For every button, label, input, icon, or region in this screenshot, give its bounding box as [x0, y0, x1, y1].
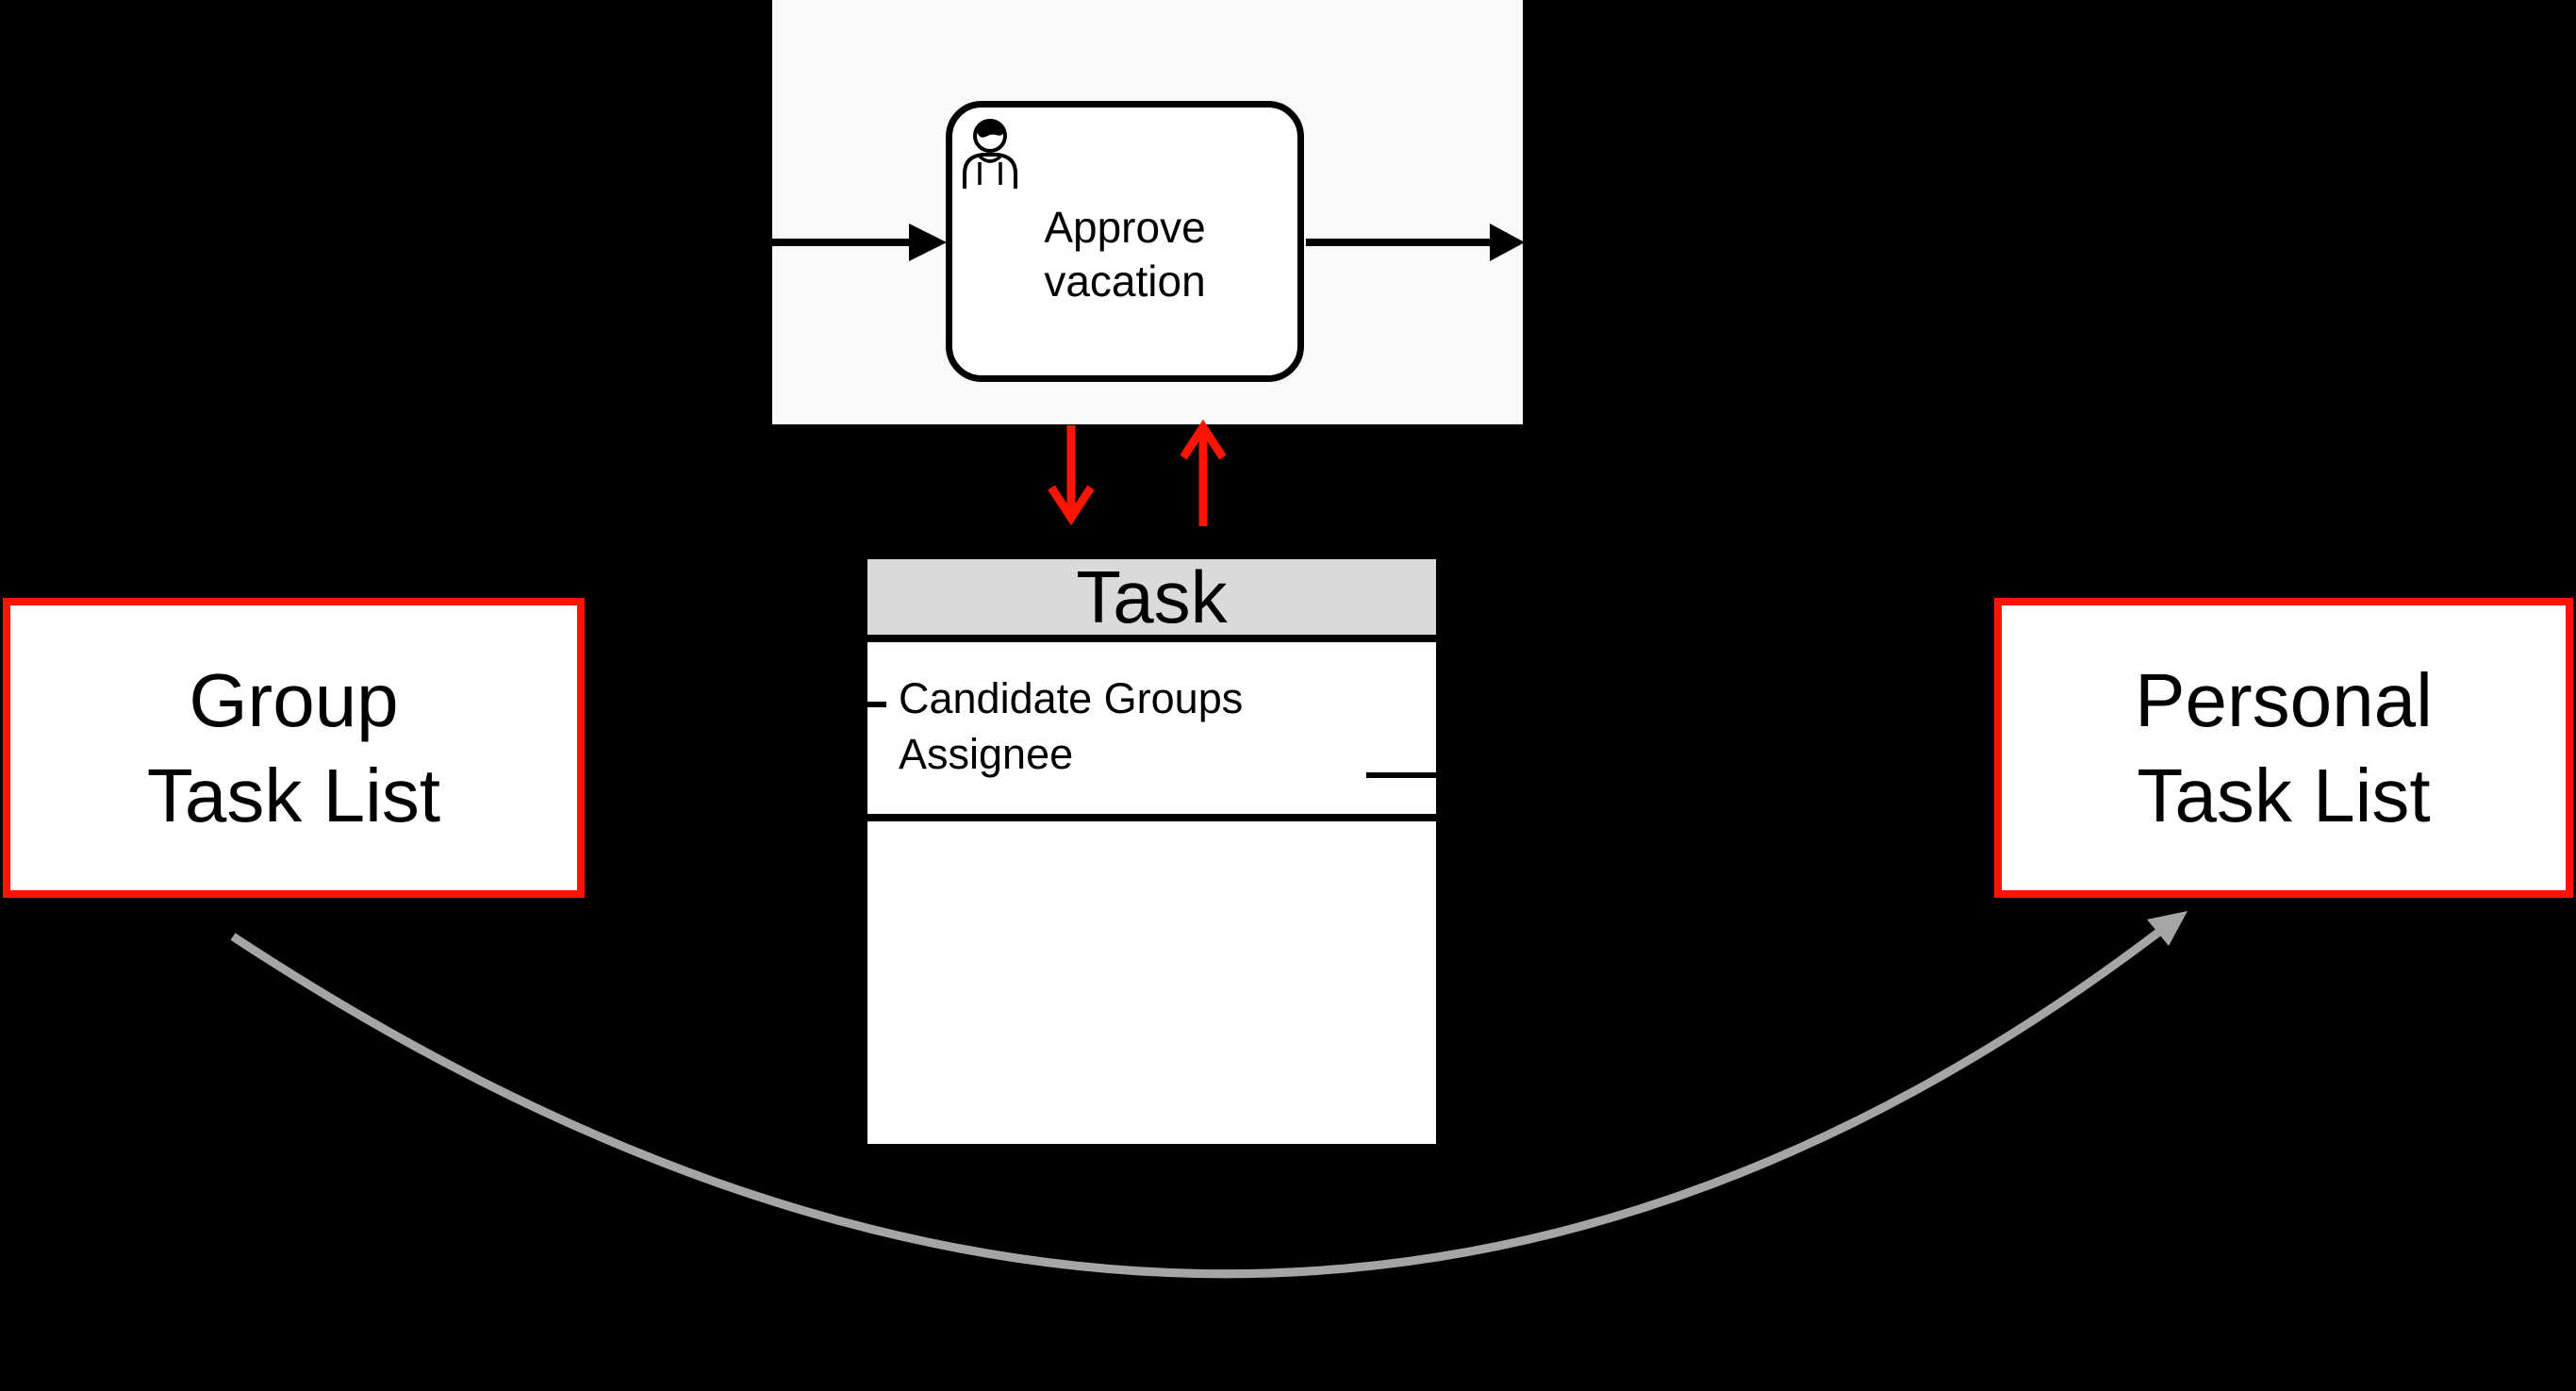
attribute-assignee: Assignee — [899, 730, 1074, 778]
user-icon — [963, 119, 1017, 189]
personal-task-list-line2: Task List — [2137, 753, 2431, 837]
attribute-candidate-groups: Candidate Groups — [899, 674, 1244, 722]
task-complete-arrow-icon — [1180, 419, 1227, 526]
process-panel: Approve vacation — [772, 0, 1523, 424]
task-entity-title: Task — [867, 559, 1436, 642]
task-create-arrow-icon — [1048, 425, 1095, 526]
user-task-label-line2: vacation — [1044, 257, 1206, 306]
group-task-list-line1: Group — [189, 658, 399, 742]
user-task-approve-vacation: Approve vacation — [946, 101, 1304, 382]
group-task-list-box: Group Task List — [3, 598, 585, 898]
task-entity-attributes: Candidate Groups Assignee — [867, 642, 1436, 821]
personal-task-list-line1: Personal — [2135, 658, 2433, 742]
task-entity-empty-section — [867, 821, 1436, 1144]
personal-task-list-box: Personal Task List — [1994, 598, 2573, 898]
group-task-list-line2: Task List — [146, 753, 441, 837]
user-task-label-line1: Approve — [1044, 203, 1206, 252]
user-task-label: Approve vacation — [1044, 201, 1205, 308]
task-entity-box: Task Candidate Groups Assignee — [860, 552, 1444, 1151]
